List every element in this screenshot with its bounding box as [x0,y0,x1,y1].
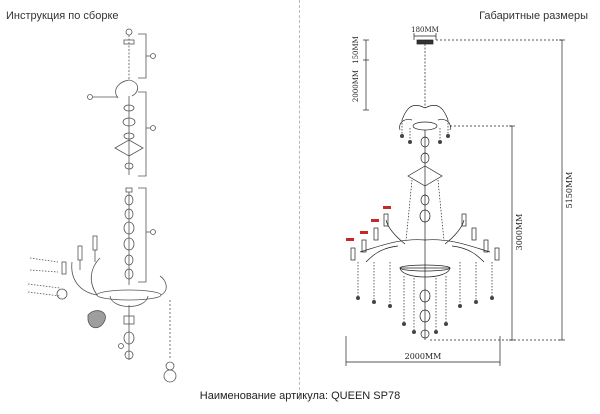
article-footer: Наименование артикула: QUEEN SP78 [0,390,600,402]
chain-length-label: 2000MM [352,70,360,102]
candle-label-marker [383,206,391,209]
article-name: QUEEN SP78 [331,390,401,402]
assembly-diagram-panel [0,0,300,400]
assembly-instructions-heading: Инструкция по сборке [6,10,119,22]
dimensions-heading: Габаритные размеры [479,10,588,22]
total-width-label: 2000MM [405,352,442,361]
candle-label-marker [360,231,368,234]
total-height-label: 5150MM [565,172,574,209]
candle-label-marker [346,238,354,241]
assembly-diagram [27,28,177,383]
body-height-label: 3000MM [515,214,524,251]
top-width-label: 180MM [411,26,439,34]
canopy-height-label: 150MM [352,36,360,64]
article-prefix: Наименование артикула: [199,390,329,402]
dimensions-diagram: 180MM 150MM 2000MM 5150MM 3000MM 2000MM [345,26,574,366]
dimensions-diagram-panel: 180MM 150MM 2000MM 5150MM 3000MM 2000MM [300,0,600,400]
candle-label-marker [371,219,379,222]
panel-divider [299,0,300,400]
